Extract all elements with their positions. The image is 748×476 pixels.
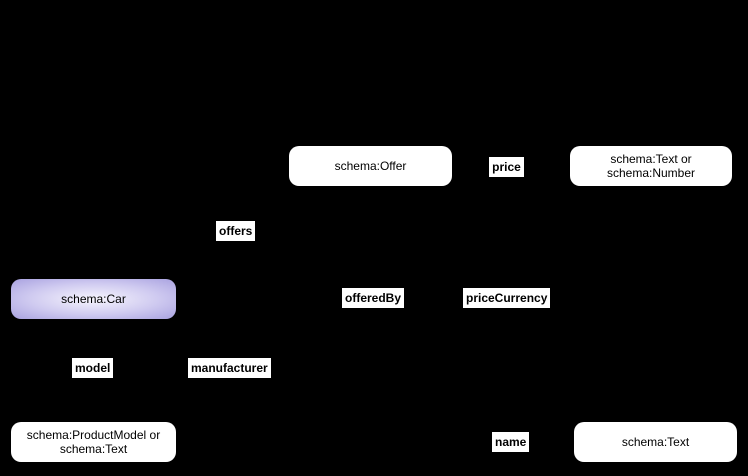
node-label-line2: schema:Text [59, 442, 128, 456]
node-label: schema:Offer [334, 159, 407, 173]
node-label-line1: schema:Text or [610, 152, 692, 166]
edge-label-manufacturer: manufacturer [188, 358, 271, 378]
node-label-line2: schema:Number [606, 166, 696, 180]
edge-label-pricecurrency: priceCurrency [463, 288, 551, 308]
node-schema-offer: schema:Offer [289, 146, 452, 186]
edge-label-name: name [492, 432, 530, 452]
node-label: schema:Car [61, 292, 126, 306]
edge-label-price: price [489, 157, 524, 177]
node-schema-productmodel-or-text: schema:ProductModel or schema:Text [11, 422, 176, 462]
edge-label-model: model [72, 358, 114, 378]
edge-label-offers: offers [216, 221, 256, 241]
node-schema-text-or-number: schema:Text or schema:Number [570, 146, 732, 186]
node-schema-car: schema:Car [11, 279, 176, 319]
node-label-line1: schema:ProductModel or [26, 428, 161, 442]
node-schema-text: schema:Text [574, 422, 737, 462]
edge-label-offeredby: offeredBy [342, 288, 405, 308]
node-label: schema:Text [621, 435, 690, 449]
